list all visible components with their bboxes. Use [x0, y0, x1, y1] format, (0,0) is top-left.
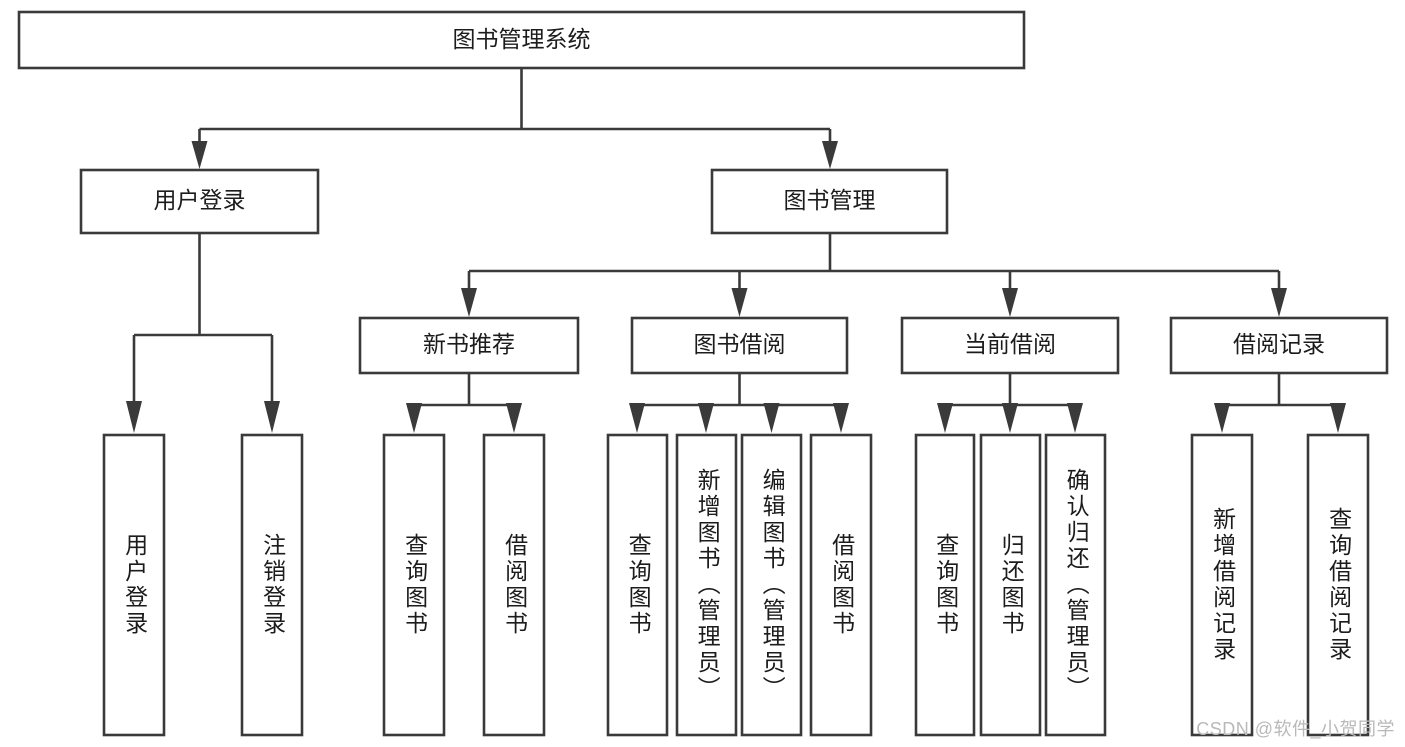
node-book-borrow[interactable] [630, 316, 849, 375]
node-leaf-query-book-nbr[interactable] [382, 433, 446, 737]
node-new-book-recommend[interactable] [358, 316, 580, 375]
arrow-head-leaf-user-login [126, 401, 142, 433]
node-user-login[interactable] [79, 168, 320, 235]
node-borrow-record[interactable] [1169, 316, 1389, 375]
arrow-head-cb-leaf-1 [937, 403, 953, 433]
node-root-label: 图书管理系统 [453, 26, 591, 52]
arrow-head-borrow-record [1271, 288, 1287, 317]
arrow-head-book-borrow [731, 288, 748, 317]
connector-group-new-book-recommend-children [406, 373, 522, 433]
watermark-text: CSDN @软件_小贺同学 [1196, 719, 1395, 739]
arrow-head-leaf-logout [264, 401, 280, 433]
arrow-head-bb-leaf-4 [833, 403, 849, 433]
arrow-head-new-book-recommend [461, 288, 477, 317]
arrow-head-bb-leaf-3 [763, 403, 780, 433]
connector-group-book-manage-children [461, 233, 1287, 317]
arrow-head-cb-leaf-3 [1067, 403, 1083, 433]
arrow-head-br-leaf-2 [1330, 403, 1346, 433]
node-leaf-query-book-bb[interactable] [606, 433, 669, 737]
node-book-management[interactable] [710, 168, 949, 235]
node-leaf-query-book-cb[interactable] [914, 433, 976, 737]
connector-group-root-to-level1 [191, 68, 838, 169]
node-leaf-logout[interactable] [240, 433, 304, 737]
node-current-borrow[interactable] [900, 316, 1120, 375]
node-leaf-query-borrow-record[interactable] [1306, 433, 1370, 737]
connector-group-book-borrow-children [629, 373, 849, 433]
connector-group-current-borrow-children [937, 373, 1083, 433]
arrow-head-nbr-leaf-2 [506, 403, 522, 433]
node-user-login-label: 用户登录 [154, 187, 246, 213]
arrow-head-bb-leaf-2 [698, 403, 714, 433]
node-root-book-management-system[interactable] [17, 10, 1026, 70]
node-leaf-edit-book-admin[interactable] [740, 433, 803, 737]
node-leaf-user-login[interactable] [102, 433, 166, 737]
node-leaf-confirm-return-admin[interactable] [1044, 433, 1107, 737]
node-leaf-borrow-book-nbr[interactable] [482, 433, 546, 737]
node-borrow-record-label: 借阅记录 [1233, 331, 1325, 357]
node-current-borrow-label: 当前借阅 [964, 331, 1056, 357]
arrow-head-br-leaf-1 [1214, 403, 1230, 433]
connector-group-borrow-record-children [1214, 373, 1346, 433]
node-book-management-label: 图书管理 [784, 187, 876, 213]
node-leaf-add-borrow-record[interactable] [1190, 433, 1254, 737]
arrow-head-current-borrow [1002, 288, 1018, 317]
connector-group-user-login-children [126, 233, 280, 433]
node-book-borrow-label: 图书借阅 [694, 331, 786, 357]
node-leaf-return-book[interactable] [979, 433, 1042, 737]
arrow-head-book-manage [822, 141, 838, 169]
node-leaf-add-book-admin[interactable] [675, 433, 738, 737]
node-leaf-borrow-book-bb[interactable] [809, 433, 873, 737]
node-new-book-recommend-label: 新书推荐 [423, 331, 515, 357]
arrow-head-nbr-leaf-1 [406, 403, 422, 433]
arrow-head-user-login [191, 141, 208, 169]
arrow-head-bb-leaf-1 [629, 403, 645, 433]
arrow-head-cb-leaf-2 [1002, 403, 1018, 433]
